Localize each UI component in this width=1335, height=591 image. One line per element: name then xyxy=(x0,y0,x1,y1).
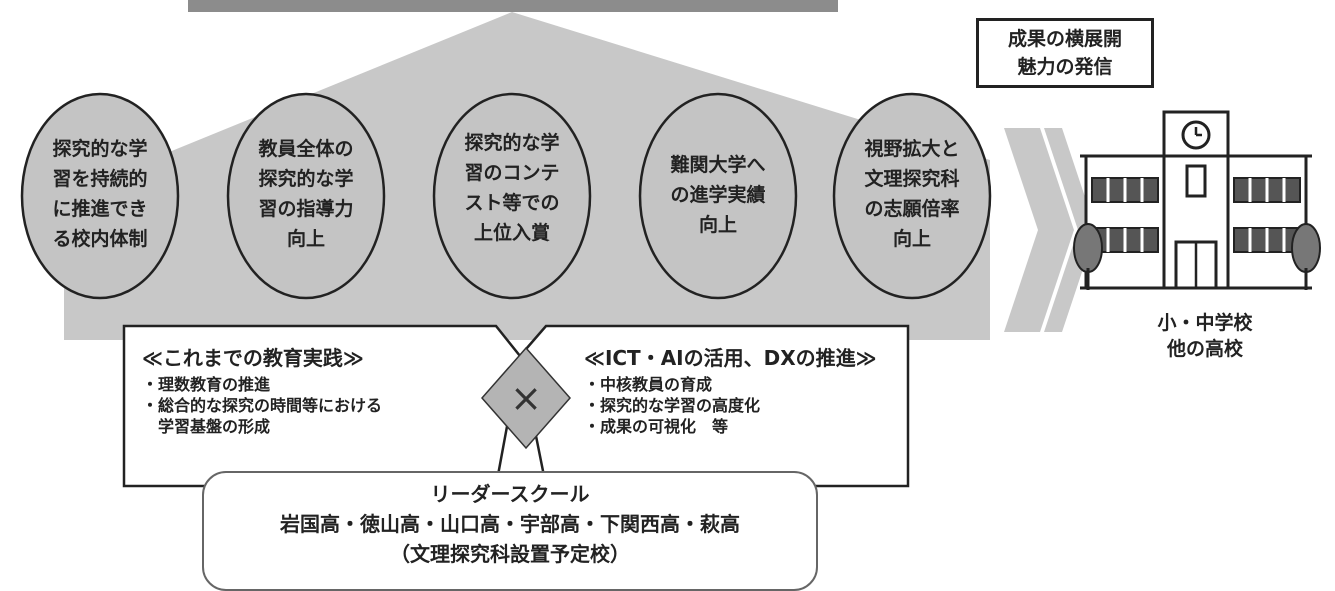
tree-icon xyxy=(1291,223,1321,290)
outcome-line-2: 魅力の発信 xyxy=(1017,56,1113,78)
list-item: 学習基盤の形成 xyxy=(142,417,271,436)
leader-school-box: リーダースクール 岩国高・徳山高・山口高・宇部高・下関西高・萩高 （文理探究科設… xyxy=(202,471,818,591)
combine-diamond xyxy=(481,346,571,450)
list-item: ・総合的な探究の時間等における xyxy=(142,396,383,415)
times-symbol: × xyxy=(510,376,542,420)
target-label: 小・中学校 他の高校 xyxy=(1130,310,1280,362)
list-item: ・探究的な学習の高度化 xyxy=(584,396,761,415)
goal-ellipse-1 xyxy=(20,92,180,300)
goal-ellipse-3 xyxy=(432,92,592,300)
tree-icon xyxy=(1073,223,1103,290)
list-item: ・成果の可視化 等 xyxy=(584,417,729,436)
goal-text-3: 探究的な学 習のコンテ スト等での 上位入賞 xyxy=(464,132,560,244)
diagram-graphics xyxy=(20,0,1321,488)
goal-text-2: 教員全体の 探究的な学 習の指導力 向上 xyxy=(258,138,354,250)
school-building-icon xyxy=(1073,110,1321,290)
practice-left-title: ≪これまでの教育実践≫ xyxy=(142,346,364,370)
school-note: （文理探究科設置予定校） xyxy=(390,542,630,566)
list-item: ・理数教育の推進 xyxy=(142,375,271,394)
practice-right-title: ≪ICT・AIの活用、DXの推進≫ xyxy=(584,346,877,370)
outcome-line-1: 成果の横展開 xyxy=(1007,28,1122,50)
outcome-box: 成果の横展開 魅力の発信 xyxy=(976,18,1154,88)
goal-text-5: 視野拡大と 文理探究科 の志願倍率 向上 xyxy=(864,138,960,250)
school-box-title: リーダースクール xyxy=(430,482,590,506)
goal-ellipse-2 xyxy=(226,92,386,300)
top-bar xyxy=(188,0,838,12)
target-line-2: 他の高校 xyxy=(1166,338,1243,360)
practice-right-panel xyxy=(518,324,910,488)
practice-left-list: ・理数教育の推進 ・総合的な探究の時間等における 学習基盤の形成 xyxy=(142,374,382,437)
goal-text-1: 探究的な学 習を持続的 に推進でき る校内体制 xyxy=(52,138,148,250)
school-list: 岩国高・徳山高・山口高・宇部高・下関西高・萩高 xyxy=(280,512,740,536)
goal-ellipse-4 xyxy=(638,92,798,300)
chevron-arrow-1 xyxy=(1004,128,1074,332)
practice-right-list: ・中核教員の育成 ・探究的な学習の高度化 ・成果の可視化 等 xyxy=(584,374,760,437)
list-item: ・中核教員の育成 xyxy=(584,375,713,394)
goal-ellipse-5 xyxy=(832,92,992,300)
goal-text-4: 難関大学へ の進学実績 向上 xyxy=(670,154,766,236)
target-line-1: 小・中学校 xyxy=(1157,312,1253,334)
